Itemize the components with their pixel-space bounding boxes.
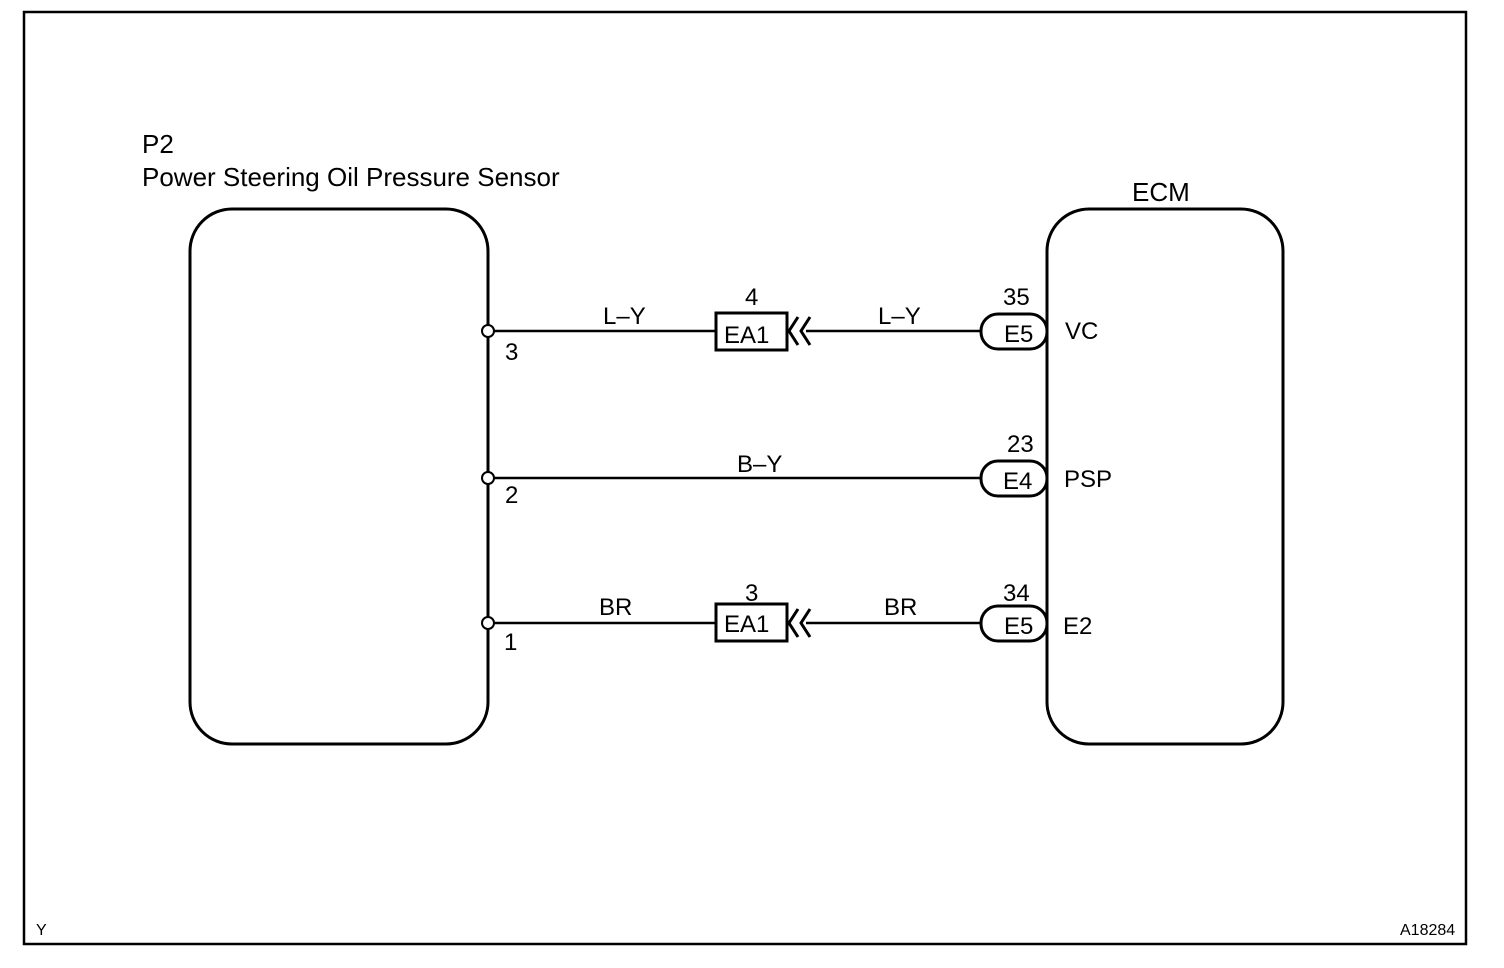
ecm-pin-35: 35 — [1003, 284, 1030, 311]
sensor-pin-1-terminal — [481, 616, 495, 630]
corner-mark: Y — [36, 922, 47, 939]
junction-e2-pin: 3 — [745, 580, 758, 607]
wire-psp-color: B–Y — [737, 451, 782, 478]
ecm-label: ECM — [1132, 177, 1190, 207]
sensor-pin-3-label: 3 — [505, 339, 518, 366]
sensor-code: P2 — [142, 129, 174, 159]
wire-e2-left-color: BR — [599, 594, 632, 621]
ecm-terminal-e2: E2 — [1063, 613, 1092, 640]
ecm-connector-e2-label: E5 — [1004, 613, 1033, 640]
ecm-terminal-vc: VC — [1065, 318, 1098, 345]
sensor-name: Power Steering Oil Pressure Sensor — [142, 162, 560, 192]
junction-vc-pin: 4 — [745, 284, 758, 311]
sensor-pin-1-label: 1 — [504, 629, 517, 656]
junction-e2-arrow-icon — [787, 608, 800, 638]
junction-vc-connector — [714, 311, 789, 352]
junction-vc-arrow-icon-2 — [799, 316, 812, 346]
ecm-connector-psp — [979, 459, 1049, 498]
ecm-connector-psp-label: E4 — [1003, 468, 1032, 495]
junction-e2-connector-label: EA1 — [724, 611, 769, 638]
wire-vc-left-color: L–Y — [603, 303, 646, 330]
sensor-pin-3-terminal — [481, 324, 495, 338]
junction-vc-connector-label: EA1 — [724, 322, 769, 349]
junction-e2-arrow-icon-2 — [799, 608, 812, 638]
wire-e2-right-color: BR — [884, 594, 917, 621]
ecm-pin-34: 34 — [1003, 580, 1030, 607]
ecm-connector-vc — [979, 312, 1049, 351]
ecm-pin-23: 23 — [1007, 431, 1034, 458]
sensor-pin-2-terminal — [481, 471, 495, 485]
diagram-frame — [22, 10, 1468, 946]
sensor-pin-2-label: 2 — [505, 482, 518, 509]
ecm-connector-e2 — [979, 604, 1049, 643]
ecm-connector-vc-label: E5 — [1004, 321, 1033, 348]
junction-e2-connector — [714, 602, 789, 643]
wire-vc-right-color: L–Y — [878, 303, 921, 330]
ecm-terminal-psp: PSP — [1064, 466, 1112, 493]
sensor-box — [188, 207, 490, 746]
junction-vc-arrow-icon — [787, 316, 800, 346]
figure-id: A18284 — [1400, 922, 1455, 939]
